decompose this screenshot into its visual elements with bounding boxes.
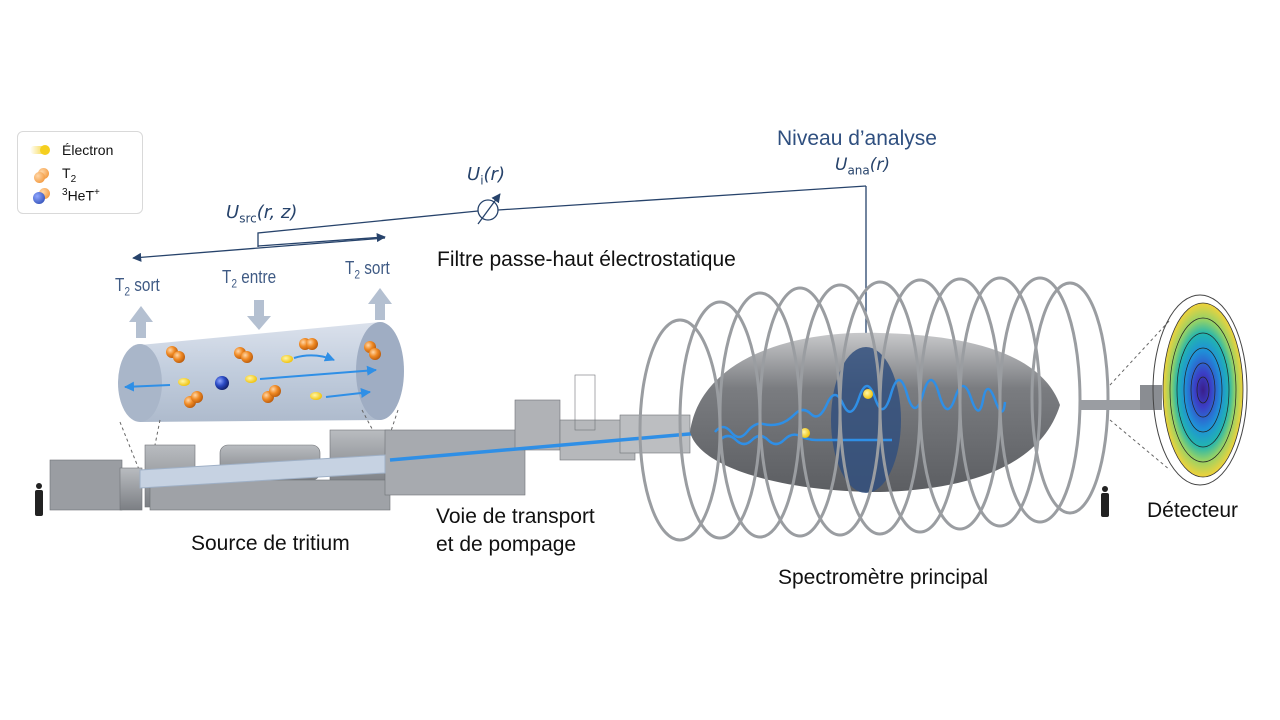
t2-out-right-label: T2 sort xyxy=(345,258,390,282)
analysis-level-title: Niveau d’analyse xyxy=(777,127,937,150)
t2-out-left-label: T2 sort xyxy=(115,275,160,299)
t2-in-center-label: T2 entre xyxy=(222,267,277,291)
source-tube-inset xyxy=(118,322,404,473)
electrons xyxy=(178,355,322,400)
gas-flow-arrows xyxy=(129,288,392,338)
electron-beam xyxy=(389,424,714,462)
voltage-source-symbol xyxy=(477,199,499,221)
electron-path-lower xyxy=(719,433,892,446)
t2-molecules xyxy=(166,338,381,408)
filter-label: Filtre passe-haut électrostatique xyxy=(437,248,736,271)
potential-circuit xyxy=(132,185,871,359)
main-spectrometer xyxy=(638,276,1110,542)
transport-label-line2: et de pompage xyxy=(436,533,577,556)
electron-path-upper xyxy=(714,378,1007,439)
detector xyxy=(1080,294,1248,486)
legend-item-hetplus: 3HeT+ xyxy=(28,187,100,205)
source-beam-tube xyxy=(139,454,386,489)
spectrometer-label: Spectromètre principal xyxy=(778,566,989,589)
detector-label: Détecteur xyxy=(1147,499,1239,522)
legend: Électron T2 3HeT+ xyxy=(17,131,143,214)
inner-potential-label: Ui(r) xyxy=(467,164,505,188)
legend-item-electron: Électron xyxy=(28,142,113,158)
hetplus-ion-icon xyxy=(28,187,54,205)
source-label: Source de tritium xyxy=(191,532,350,555)
hetplus-ion xyxy=(215,376,229,390)
transport-label-line1: Voie de transport xyxy=(436,505,595,528)
t2-molecule-icon xyxy=(28,167,54,183)
t2-out-right-arrow xyxy=(368,288,392,320)
legend-item-t2: T2 xyxy=(28,165,76,185)
source-potential-line xyxy=(132,237,386,262)
air-coil-rings xyxy=(638,276,1110,542)
t2-in-center-arrow xyxy=(247,300,271,330)
circuit-wire xyxy=(257,210,479,247)
analysis-potential-label: Uana(r) xyxy=(835,155,891,178)
source-potential-label: Usrc(r, z) xyxy=(226,202,298,226)
human-figure-right xyxy=(1101,486,1109,517)
t2-out-left-arrow xyxy=(129,306,153,338)
electron-icon xyxy=(28,142,54,158)
human-figure-left xyxy=(35,483,43,516)
